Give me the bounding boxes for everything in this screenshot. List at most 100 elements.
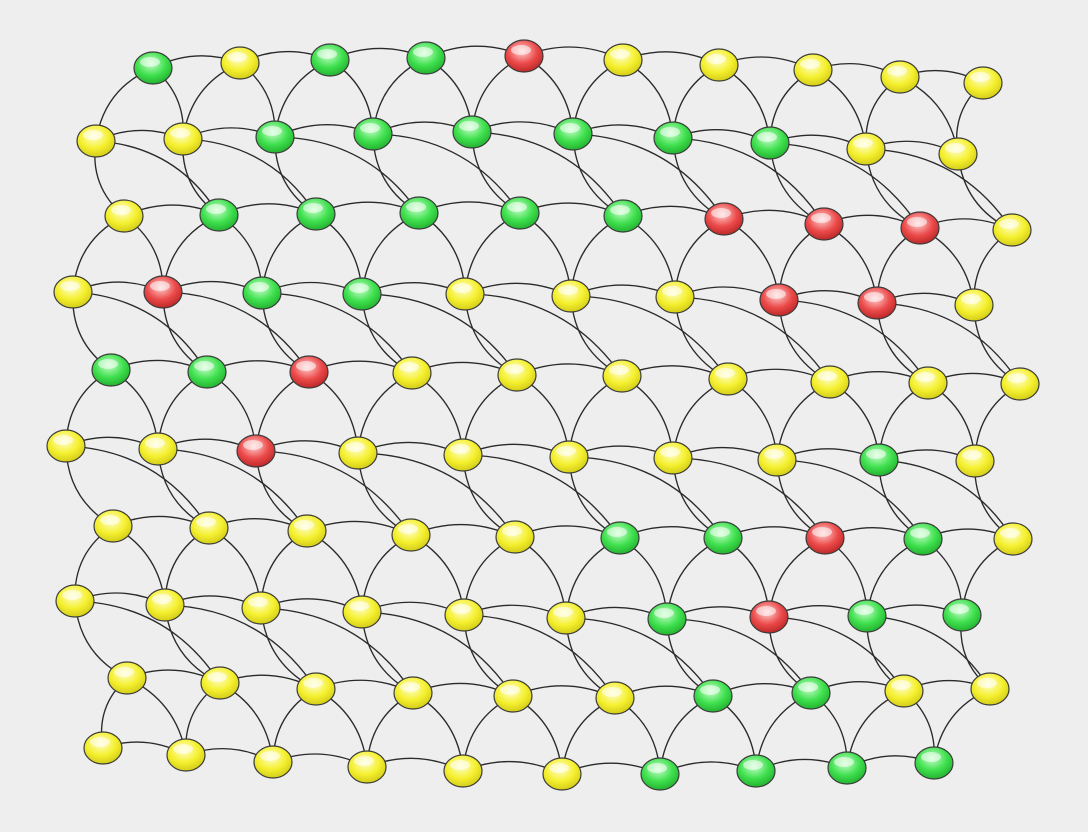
node-yellow[interactable] [220,46,260,80]
node-green[interactable] [693,679,733,713]
node-r3-c4-green[interactable] [399,196,439,230]
node-r6-c2-yellow[interactable] [138,432,178,466]
node-r5-c7-yellow[interactable] [708,362,748,396]
node-r2-c6-green[interactable] [553,117,593,151]
node-yellow[interactable] [603,43,643,77]
node-r2-c9-yellow[interactable] [846,132,886,166]
node-r6-c6-yellow[interactable] [549,440,589,474]
node-r8-c7-green[interactable] [647,602,687,636]
node-r5-c8-yellow[interactable] [810,365,850,399]
node-yellow[interactable] [200,666,240,700]
node-r1-c5-red[interactable] [504,39,544,73]
node-r9-c9-yellow[interactable] [884,674,924,708]
node-green[interactable] [296,197,336,231]
node-r3-c1-yellow[interactable] [104,199,144,233]
node-r10-c8-green[interactable] [736,754,776,788]
node-yellow[interactable] [551,279,591,313]
node-green[interactable] [353,117,393,151]
node-r4-c9-red[interactable] [857,286,897,320]
node-r1-c8-yellow[interactable] [793,53,833,87]
node-yellow[interactable] [846,132,886,166]
node-r9-c5-yellow[interactable] [493,679,533,713]
node-yellow[interactable] [884,674,924,708]
node-r6-c9-green[interactable] [859,443,899,477]
node-r5-c6-yellow[interactable] [602,359,642,393]
node-r10-c5-yellow[interactable] [443,754,483,788]
node-yellow[interactable] [970,672,1010,706]
node-r7-c7-green[interactable] [703,521,743,555]
node-yellow[interactable] [104,199,144,233]
node-green[interactable] [942,598,982,632]
node-r5-c2-green[interactable] [187,355,227,389]
node-r8-c1-yellow[interactable] [55,584,95,618]
node-r8-c5-yellow[interactable] [444,598,484,632]
node-r2-c8-green[interactable] [750,126,790,160]
node-yellow[interactable] [145,588,185,622]
node-green[interactable] [640,757,680,791]
node-green[interactable] [342,277,382,311]
node-r7-c10-yellow[interactable] [993,522,1033,556]
node-yellow[interactable] [963,66,1003,100]
node-yellow[interactable] [55,584,95,618]
node-r1-c1-green[interactable] [133,51,173,85]
node-red[interactable] [900,211,940,245]
node-yellow[interactable] [549,440,589,474]
node-r10-c1-yellow[interactable] [83,731,123,765]
node-r7-c4-yellow[interactable] [391,518,431,552]
node-r3-c3-green[interactable] [296,197,336,231]
node-yellow[interactable] [443,754,483,788]
node-yellow[interactable] [955,444,995,478]
node-green[interactable] [399,196,439,230]
node-red[interactable] [749,600,789,634]
node-yellow[interactable] [46,429,86,463]
node-yellow[interactable] [296,672,336,706]
node-yellow[interactable] [444,598,484,632]
node-green[interactable] [406,41,446,75]
node-r8-c3-yellow[interactable] [241,591,281,625]
node-r10-c6-yellow[interactable] [542,757,582,791]
node-yellow[interactable] [938,137,978,171]
node-r3-c6-green[interactable] [603,199,643,233]
node-r7-c5-yellow[interactable] [495,520,535,554]
node-yellow[interactable] [189,511,229,545]
node-yellow[interactable] [342,595,382,629]
node-green[interactable] [600,521,640,555]
node-r9-c2-yellow[interactable] [200,666,240,700]
node-r6-c10-yellow[interactable] [955,444,995,478]
node-r2-c1-yellow[interactable] [76,124,116,158]
node-r9-c1-yellow[interactable] [107,661,147,695]
node-green[interactable] [653,121,693,155]
node-r2-c4-green[interactable] [353,117,393,151]
node-r8-c2-yellow[interactable] [145,588,185,622]
node-red[interactable] [236,434,276,468]
node-r7-c6-green[interactable] [600,521,640,555]
node-yellow[interactable] [83,731,123,765]
node-yellow[interactable] [992,213,1032,247]
node-r2-c3-green[interactable] [255,120,295,154]
node-yellow[interactable] [76,124,116,158]
node-yellow[interactable] [699,48,739,82]
node-yellow[interactable] [253,745,293,779]
node-r9-c4-yellow[interactable] [393,676,433,710]
node-red[interactable] [504,39,544,73]
node-r10-c4-yellow[interactable] [347,750,387,784]
node-r1-c2-yellow[interactable] [220,46,260,80]
node-yellow[interactable] [241,591,281,625]
node-green[interactable] [914,746,954,780]
node-r9-c7-green[interactable] [693,679,733,713]
node-yellow[interactable] [542,757,582,791]
node-yellow[interactable] [602,359,642,393]
node-r6-c8-yellow[interactable] [757,443,797,477]
node-yellow[interactable] [993,522,1033,556]
node-r4-c6-yellow[interactable] [551,279,591,313]
node-r9-c3-yellow[interactable] [296,672,336,706]
node-r3-c2-green[interactable] [199,198,239,232]
node-r7-c3-yellow[interactable] [287,514,327,548]
node-r1-c7-yellow[interactable] [699,48,739,82]
node-yellow[interactable] [908,366,948,400]
node-r9-c10-yellow[interactable] [970,672,1010,706]
node-r5-c3-red[interactable] [289,355,329,389]
node-r6-c4-yellow[interactable] [338,436,378,470]
node-green[interactable] [736,754,776,788]
node-r9-c6-yellow[interactable] [595,681,635,715]
